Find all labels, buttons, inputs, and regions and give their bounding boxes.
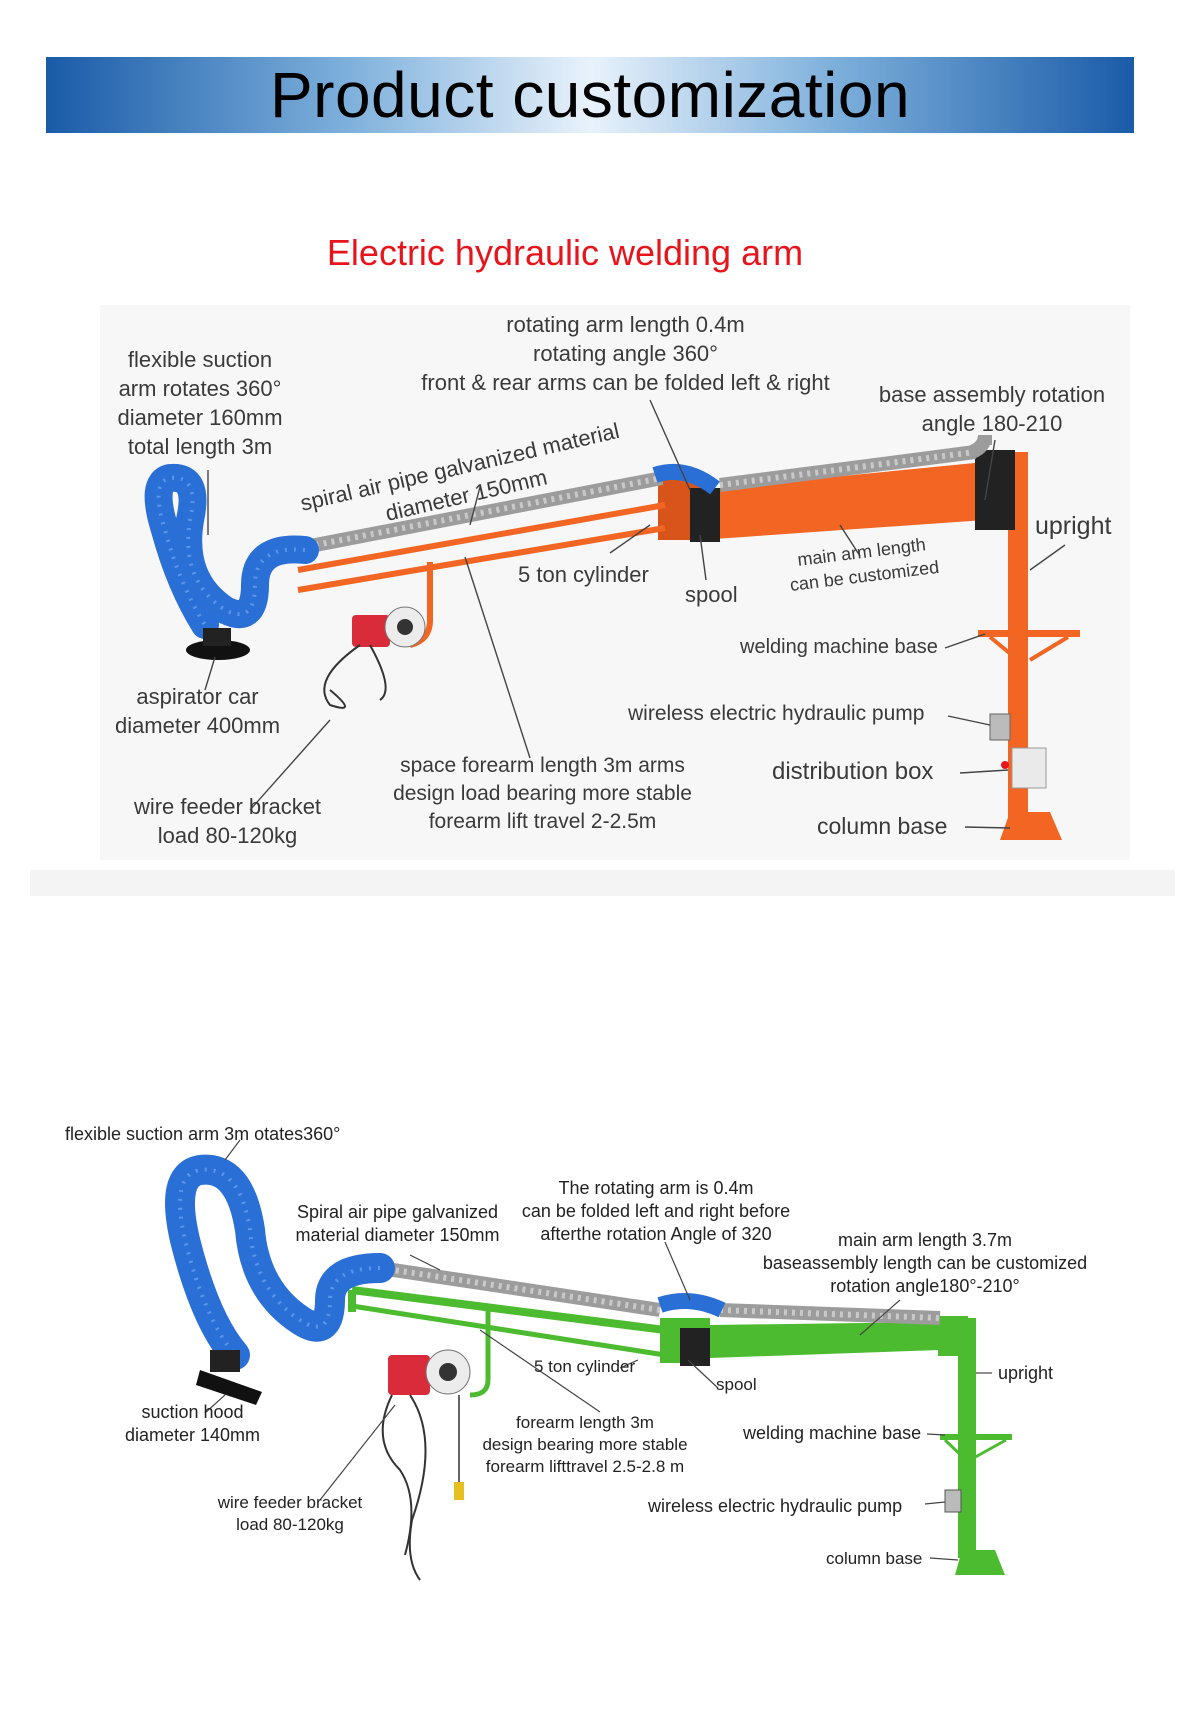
- label-line: rotating arm length 0.4m: [506, 312, 745, 337]
- label-spool-2: spool: [716, 1375, 757, 1394]
- label-welding-machine-base-2: welding machine base: [743, 1423, 922, 1443]
- orange-arm-illustration: [144, 434, 1080, 840]
- label-line: afterthe rotation Angle of 320: [540, 1224, 772, 1244]
- label-line: design load bearing more stable: [393, 782, 692, 805]
- label-line: rotating angle 360°: [533, 341, 718, 366]
- label-space-forearm: space forearm length 3m arms design load…: [370, 752, 715, 836]
- label-line: load 80-120kg: [157, 823, 298, 848]
- label-upright: upright: [1035, 512, 1112, 540]
- label-line: angle 180-210: [921, 411, 1063, 436]
- label-line: forearm lifttravel 2.5-2.8 m: [485, 1457, 685, 1476]
- label-suction-hood: suction hood diameter 140mm: [105, 1401, 280, 1447]
- label-main-arm-2: main arm length 3.7m baseassembly length…: [760, 1229, 1090, 1298]
- label-line: total length 3m: [127, 434, 273, 459]
- label-line: Spiral air pipe galvanized: [296, 1202, 499, 1222]
- label-column-base-2: column base: [826, 1549, 923, 1568]
- label-line: wire feeder bracket: [133, 794, 322, 819]
- label-aspirator-car: aspirator car diameter 400mm: [95, 682, 300, 740]
- label-line: front & rear arms can be folded left & r…: [421, 370, 830, 395]
- label-line: arm rotates 360°: [118, 376, 282, 401]
- diagram-subtitle: Electric hydraulic welding arm: [326, 232, 804, 273]
- label-5-ton-cylinder: 5 ton cylinder: [518, 562, 649, 587]
- label-rotating-arm: rotating arm length 0.4m rotating angle …: [398, 310, 853, 397]
- label-distribution-box: distribution box: [772, 758, 934, 785]
- label-wire-feeder-bracket-2: wire feeder bracket load 80-120kg: [205, 1492, 375, 1536]
- label-wireless-pump: wireless electric hydraulic pump: [628, 702, 925, 725]
- label-spool: spool: [685, 582, 738, 607]
- label-line: diameter 400mm: [114, 713, 281, 738]
- diagram-1-leader-lines: [204, 399, 1066, 829]
- label-line: load 80-120kg: [236, 1515, 344, 1534]
- label-forearm-2: forearm length 3m design bearing more st…: [470, 1412, 700, 1478]
- label-line: design bearing more stable: [482, 1435, 688, 1454]
- label-line: wire feeder bracket: [217, 1493, 363, 1512]
- label-flexible-suction-arm-2: flexible suction arm 3m otates360°: [65, 1124, 341, 1144]
- label-line: material diameter 150mm: [295, 1225, 500, 1245]
- section-divider: [30, 870, 1175, 896]
- label-rotating-arm-2: The rotating arm is 0.4m can be folded l…: [520, 1177, 792, 1246]
- label-column-base: column base: [817, 813, 948, 839]
- label-wireless-pump-2: wireless electric hydraulic pump: [648, 1496, 903, 1516]
- label-line: rotation angle180°-210°: [830, 1276, 1020, 1296]
- green-arm-illustration: [165, 1154, 1012, 1581]
- label-line: baseassembly length can be customized: [762, 1253, 1088, 1273]
- diagram-2-leader-lines: [204, 1139, 992, 1561]
- label-line: main arm length 3.7m: [837, 1230, 1013, 1250]
- label-wire-feeder-bracket: wire feeder bracket load 80-120kg: [110, 792, 345, 850]
- label-base-rotation: base assembly rotation angle 180-210: [872, 380, 1112, 438]
- page-title: Product customization: [269, 59, 911, 131]
- label-flexible-suction-arm: flexible suction arm rotates 360° diamet…: [100, 345, 300, 461]
- label-line: space forearm length 3m arms: [400, 754, 685, 777]
- label-welding-machine-base: welding machine base: [740, 636, 938, 658]
- diagram-1-panel: [100, 305, 1130, 860]
- label-spiral-air-pipe-2: Spiral air pipe galvanized material diam…: [290, 1201, 505, 1247]
- label-line: diameter 160mm: [117, 405, 283, 430]
- label-line: diameter 140mm: [124, 1425, 261, 1445]
- label-line: suction hood: [141, 1402, 244, 1422]
- label-upright-2: upright: [998, 1363, 1054, 1383]
- label-line: The rotating arm is 0.4m: [558, 1178, 754, 1198]
- title-banner: Product customization: [46, 57, 1134, 133]
- label-line: forearm lift travel 2-2.5m: [428, 810, 657, 833]
- label-line: base assembly rotation: [878, 382, 1106, 407]
- label-line: forearm length 3m: [516, 1413, 654, 1432]
- label-line: can be folded left and right before: [521, 1201, 791, 1221]
- label-line: aspirator car: [136, 684, 259, 709]
- label-line: flexible suction: [127, 347, 273, 372]
- label-5-ton-cylinder-2: 5 ton cylinder: [534, 1357, 636, 1376]
